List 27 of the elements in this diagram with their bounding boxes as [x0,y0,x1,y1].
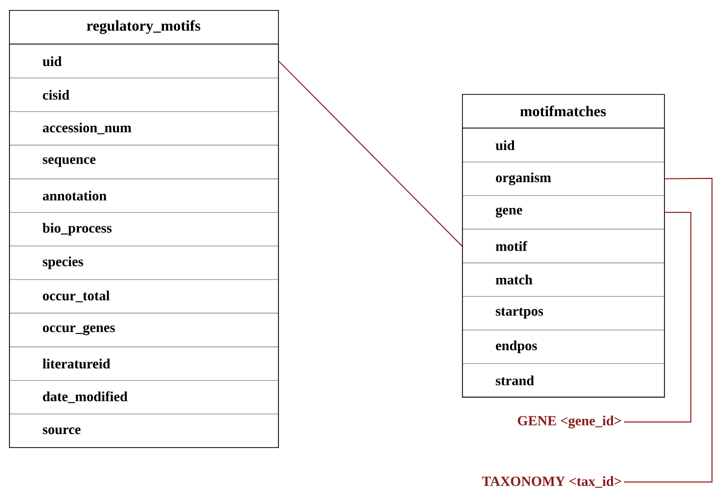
table-row: occur_genes [9,312,279,348]
table-row: bio_process [9,212,279,246]
table-header: motifmatches [520,106,606,116]
table-row: endpos [462,330,665,364]
connector-line [278,60,462,246]
table-row: annotation [9,178,279,213]
table-row: gene [462,195,665,230]
table-row: occur_total [9,279,279,314]
entity-reference: GENE <gene_id> [518,416,622,428]
connector-line [624,212,692,422]
table-header: regulatory_motifs [86,20,200,34]
table-row: cisid [9,78,279,112]
entity-reference: TAXONOMY <tax_id> [482,476,622,488]
table-row: source [9,414,279,448]
table-row: species [9,246,279,280]
table-row: startpos [462,296,665,330]
table-row: accession_num [9,111,279,146]
table-row: motif [462,228,665,264]
table-row: date_modified [9,380,279,414]
table-row: match [462,262,665,297]
table-row: uid [462,128,665,162]
table-row: literatureid [9,346,279,381]
table-row: uid [9,44,279,78]
connector-line [624,178,712,482]
table-row: sequence [9,144,279,180]
table-row: strand [462,363,665,398]
table-row: organism [462,162,665,196]
